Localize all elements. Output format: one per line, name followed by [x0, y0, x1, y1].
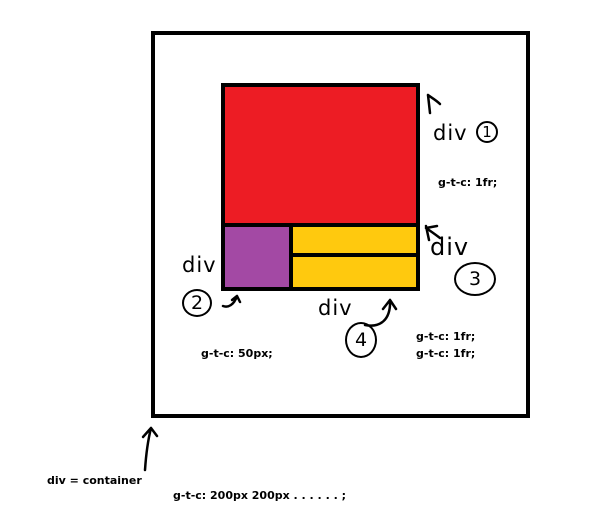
- container-arrow-icon: [141, 426, 159, 472]
- div-2-number: 2: [182, 289, 212, 317]
- div-4-number: 4: [345, 322, 377, 358]
- div-2-css: g-t-c: 50px;: [201, 347, 273, 360]
- div-1-number: 1: [476, 121, 498, 143]
- div-3-css-line2: g-t-c: 1fr;: [416, 347, 476, 360]
- div-4-word: div: [318, 296, 353, 320]
- div-2-word: div: [182, 253, 217, 277]
- container-label: div = container: [47, 474, 142, 487]
- inner-grid: [221, 83, 420, 291]
- div-3-css-line1: g-t-c: 1fr;: [416, 330, 476, 343]
- div-1-word: div: [433, 121, 468, 145]
- div-3-word: div: [430, 233, 470, 261]
- div-2-cell: [225, 227, 289, 287]
- div-3-number: 3: [454, 262, 496, 296]
- container-css: g-t-c: 200px 200px . . . . . . ;: [173, 489, 346, 502]
- div-4-cell: [293, 257, 416, 287]
- container-div: [151, 31, 530, 418]
- div-1-cell: [225, 87, 416, 223]
- div-3-cell: [293, 227, 416, 253]
- div-1-css: g-t-c: 1fr;: [438, 176, 498, 189]
